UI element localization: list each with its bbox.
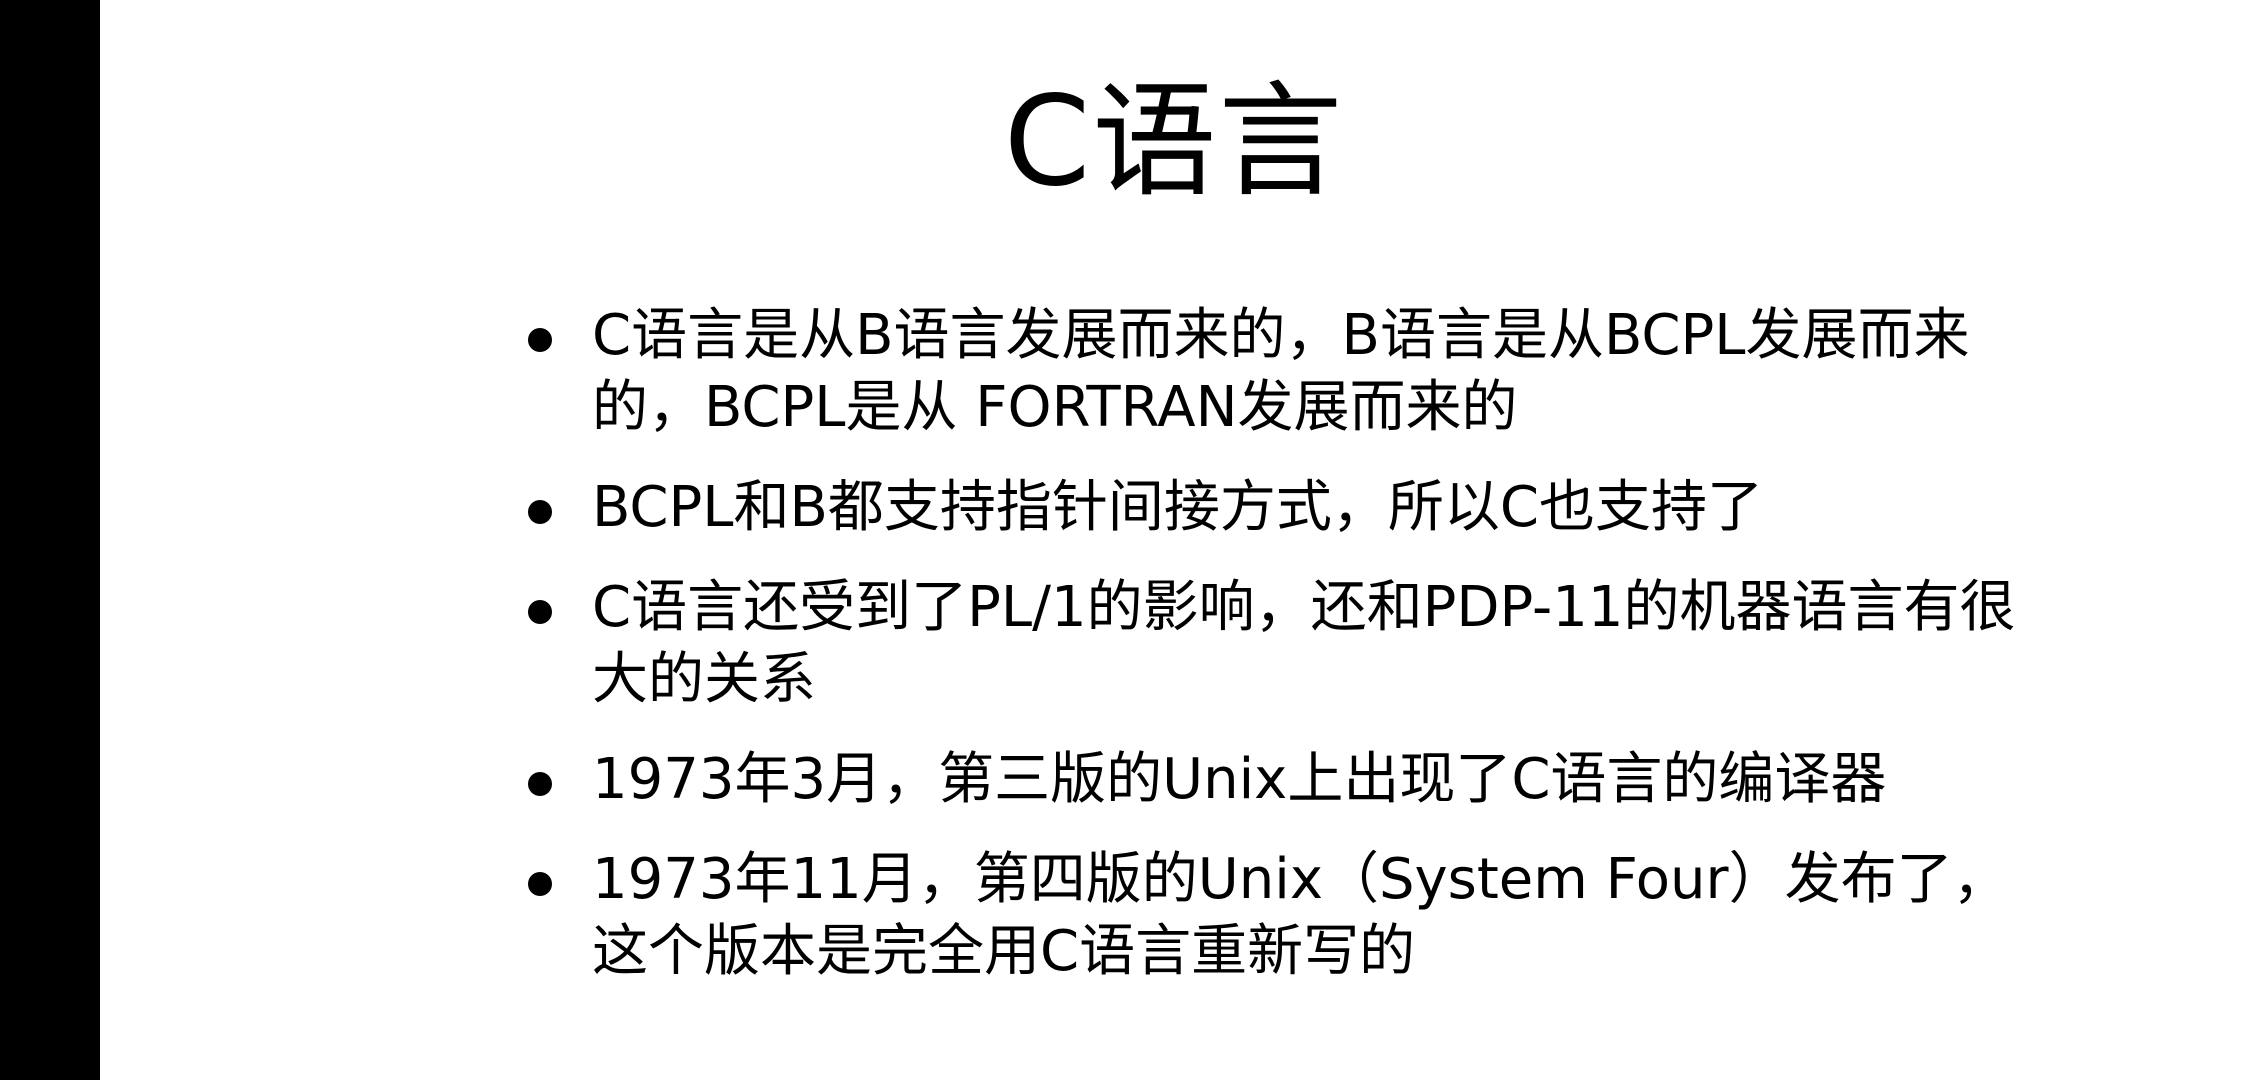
bullet-dot-icon [528,872,552,896]
bullet-item-1: C语言是从B语言发展而来的，B语言是从BCPL发展而来的，BCPL是从 FORT… [492,300,2052,444]
slide-title: C语言 [1003,70,1345,214]
bullet-list: C语言是从B语言发展而来的，B语言是从BCPL发展而来的，BCPL是从 FORT… [492,300,2052,1016]
bullet-text-1: C语言是从B语言发展而来的，B语言是从BCPL发展而来的，BCPL是从 FORT… [592,303,1970,440]
bullet-text-3: C语言还受到了PL/1的影响，还和PDP-11的机器语言有很大的关系 [592,575,2016,712]
bullet-item-3: C语言还受到了PL/1的影响，还和PDP-11的机器语言有很大的关系 [492,572,2052,716]
bullet-item-4: 1973年3月，第三版的Unix上出现了C语言的编译器 [492,744,2052,816]
bullet-text-2: BCPL和B都支持指针间接方式，所以C也支持了 [592,475,1764,540]
bullet-dot-icon [528,772,552,796]
bullet-text-5: 1973年11月，第四版的Unix（System Four）发布了，这个版本是完… [592,847,2009,984]
bullet-dot-icon [528,328,552,352]
bullet-item-5: 1973年11月，第四版的Unix（System Four）发布了，这个版本是完… [492,844,2052,988]
slide: C语言 C语言是从B语言发展而来的，B语言是从BCPL发展而来的，BCPL是从 … [100,0,2248,1080]
bullet-dot-icon [528,600,552,624]
bullet-dot-icon [528,500,552,524]
bullet-item-2: BCPL和B都支持指针间接方式，所以C也支持了 [492,472,2052,544]
bullet-text-4: 1973年3月，第三版的Unix上出现了C语言的编译器 [592,747,1887,812]
